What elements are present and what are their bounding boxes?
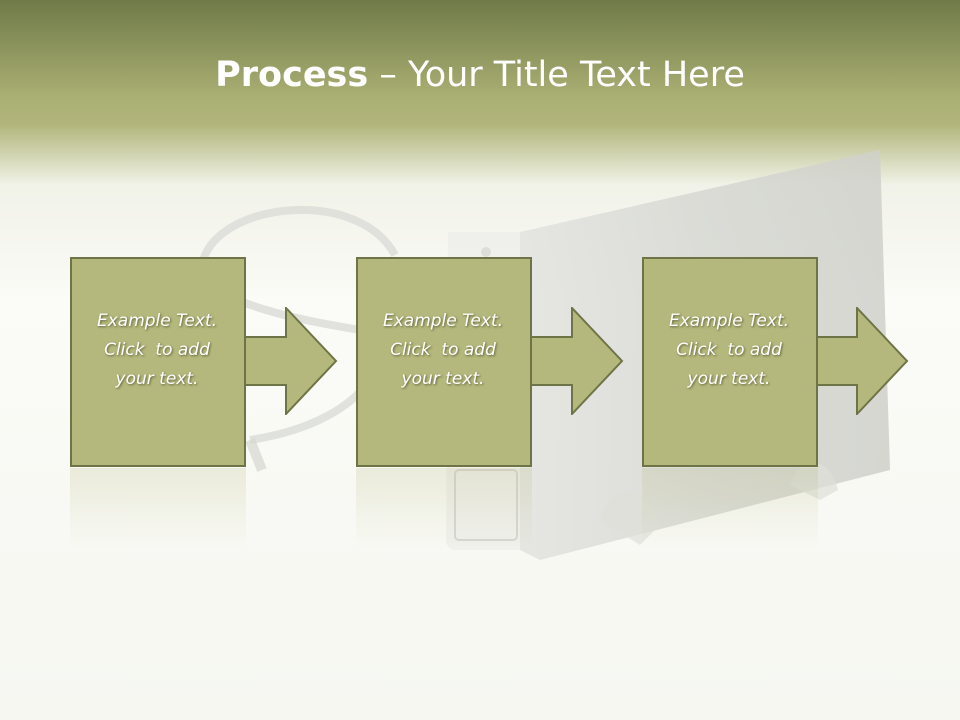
title-bold: Process <box>215 55 369 95</box>
step-line-1: Example Text. <box>668 311 790 331</box>
step-line-3: your text. <box>115 369 199 389</box>
step-line-2: Click to add <box>676 340 782 360</box>
slide-title[interactable]: Process – Your Title Text Here <box>0 52 960 98</box>
step-reflection <box>642 468 818 548</box>
step-line-3: your text. <box>687 369 771 389</box>
step-box <box>70 257 246 467</box>
step-reflection <box>70 468 246 548</box>
process-step-3[interactable]: Example Text. Click to add your text. <box>642 257 818 467</box>
step-line-3: your text. <box>401 369 485 389</box>
step-text[interactable]: Example Text. Click to add your text. <box>360 307 526 394</box>
process-step-2[interactable]: Example Text. Click to add your text. <box>356 257 532 467</box>
process-step-1[interactable]: Example Text. Click to add your text. <box>70 257 246 467</box>
arrow-right-icon <box>242 307 338 415</box>
step-text[interactable]: Example Text. Click to add your text. <box>74 307 240 394</box>
step-line-1: Example Text. <box>382 311 504 331</box>
step-line-2: Click to add <box>390 340 496 360</box>
arrow-right-icon <box>528 307 624 415</box>
title-rest: – Your Title Text Here <box>368 55 745 95</box>
step-reflection <box>356 468 532 548</box>
step-line-2: Click to add <box>104 340 210 360</box>
arrow-right-icon <box>813 307 909 415</box>
step-line-1: Example Text. <box>96 311 218 331</box>
step-text[interactable]: Example Text. Click to add your text. <box>646 307 812 394</box>
step-box <box>356 257 532 467</box>
step-box <box>642 257 818 467</box>
